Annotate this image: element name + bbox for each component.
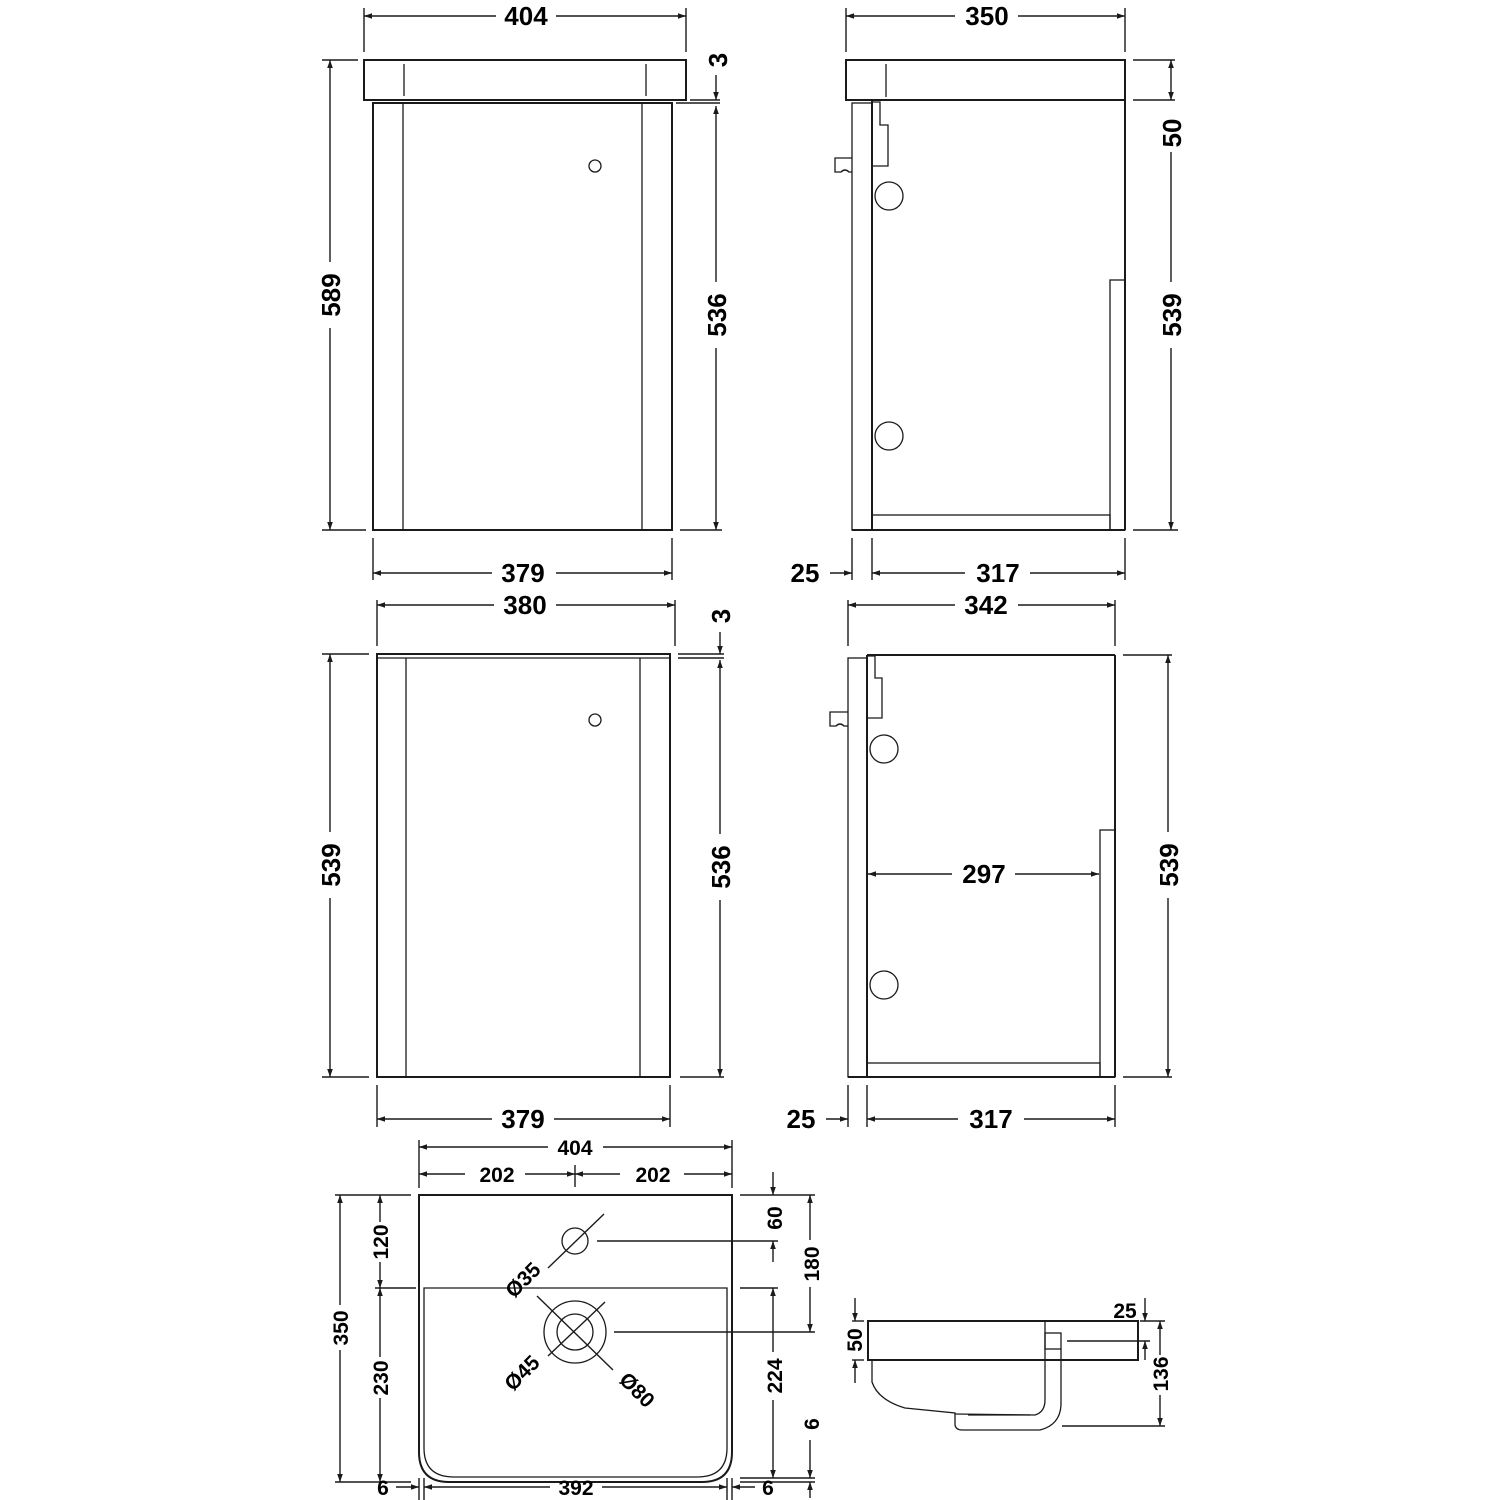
door-knob-icon [588,159,602,173]
dim-label: 380 [503,590,546,620]
dim-label: 536 [702,293,732,336]
pipe-hole-icon [874,421,904,451]
dim-label: 180 [801,1246,824,1281]
dim-label: 136 [1150,1356,1173,1391]
dim-label: 350 [965,1,1008,31]
dim-label: 25 [1113,1300,1137,1323]
door-knob-icon [588,713,602,727]
dim-label: 202 [479,1164,514,1187]
dim-label: 6 [762,1477,774,1500]
dim-label: 379 [501,558,544,588]
pipe-hole-icon [869,970,899,1000]
tap-hole-icon [561,1227,589,1255]
basin-plan-view: 404 202 202 350 120 230 60 [330,1137,824,1500]
pipe-hole-icon [874,181,904,211]
dim-label: 536 [706,845,736,888]
cabinet-outline [376,653,671,1078]
dim-label: 317 [969,1104,1012,1134]
waste-outer-icon [543,1300,607,1364]
dim-label: 6 [377,1477,389,1500]
dim-label: Ø45 [500,1351,545,1396]
side-view-worktop: 342 297 539 25 317 [787,590,1184,1134]
dim-label: 350 [330,1310,353,1345]
dim-label: 6 [801,1418,824,1430]
basin-top-outline [845,59,1126,101]
dim-label: 3 [703,53,733,67]
dim-label: Ø80 [614,1368,658,1412]
dim-label: 3 [706,609,736,623]
dim-label: Ø35 [501,1258,546,1303]
dim-label: 297 [962,859,1005,889]
dim-label: 404 [504,1,548,31]
dim-label: 379 [501,1104,544,1134]
dim-label: 539 [1154,843,1184,886]
front-view-worktop: 380 3 539 536 379 [316,590,736,1134]
dim-label: 539 [316,843,346,886]
dim-label: 317 [976,558,1019,588]
cabinet-outline [372,102,673,531]
waste-inner-icon [556,1313,594,1351]
dim-label: 392 [558,1477,593,1500]
basin-top-outline [363,59,687,101]
dim-label: 224 [764,1358,787,1393]
dim-label: 50 [1157,119,1187,148]
front-view-basin: 404 3 589 536 379 [316,1,733,588]
dim-label: 25 [787,1104,816,1134]
dim-label: 25 [791,558,820,588]
basin-outline [418,1194,733,1483]
side-view-basin: 350 50 539 25 317 [791,1,1187,588]
dim-label: 50 [844,1328,867,1351]
dim-label: 539 [1157,293,1187,336]
dim-label: 342 [964,590,1007,620]
dim-label: 60 [764,1206,787,1229]
basin-side-view: 50 25 136 [844,1298,1173,1431]
dim-label: 120 [370,1224,393,1259]
dim-label: 230 [370,1360,393,1395]
dim-label: 202 [635,1164,670,1187]
pipe-hole-icon [869,734,899,764]
dim-label: 589 [316,273,346,316]
dim-label: 404 [557,1137,592,1160]
